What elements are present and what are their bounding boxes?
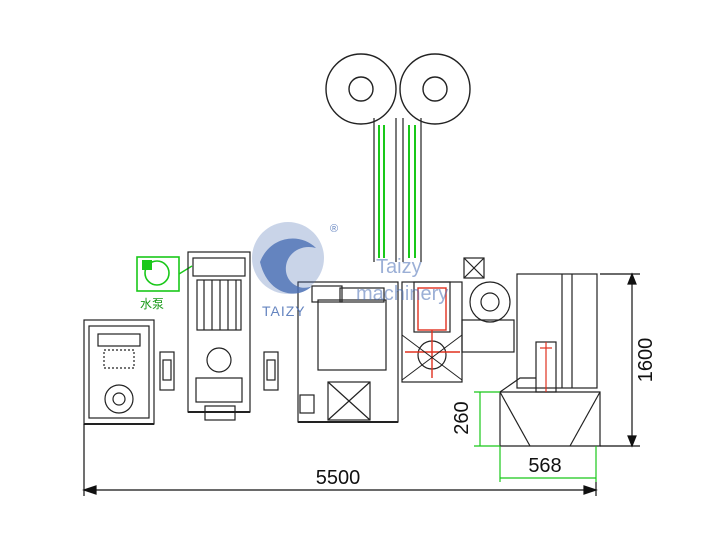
dehydrator-highlight (405, 287, 460, 378)
twin-fans (325, 53, 471, 125)
side-pulley-right (263, 351, 279, 391)
watermark-line1: Taizy (376, 256, 422, 278)
taizy-logo: ® TAIZY (252, 222, 338, 319)
total-width-dimension (82, 424, 598, 496)
outlet-height-dimension (474, 391, 500, 447)
pump-circle (144, 260, 170, 286)
seasoning-highlight (540, 342, 552, 392)
seasoning-unit (499, 273, 601, 447)
dehydrator-hopper (401, 334, 463, 381)
water-pump-label: 水泵 (140, 297, 164, 311)
control-cabinet (83, 319, 155, 425)
logo-brand-text: TAIZY (262, 303, 306, 319)
center-machine (297, 281, 399, 423)
right-fan-housing (399, 53, 471, 125)
total-width-value: 5500 (316, 467, 361, 489)
registered-mark: ® (330, 223, 338, 235)
side-pulley-left (159, 351, 175, 391)
watermark-line2: machinery (356, 283, 448, 305)
outlet-width-value: 568 (528, 455, 561, 477)
left-fan-housing (325, 53, 397, 125)
vertical-ducts (373, 118, 422, 262)
left-fan-hub (348, 76, 374, 102)
right-fan-hub (422, 76, 448, 102)
outlet-height-value: 260 (451, 401, 473, 434)
blower (461, 257, 515, 353)
water-pump-symbol (136, 256, 193, 292)
peeling-machine (187, 251, 251, 421)
height-dimension (600, 272, 640, 448)
height-value: 1600 (635, 338, 657, 383)
outlet-width-dimension (499, 446, 597, 482)
pump-fill (142, 260, 152, 270)
